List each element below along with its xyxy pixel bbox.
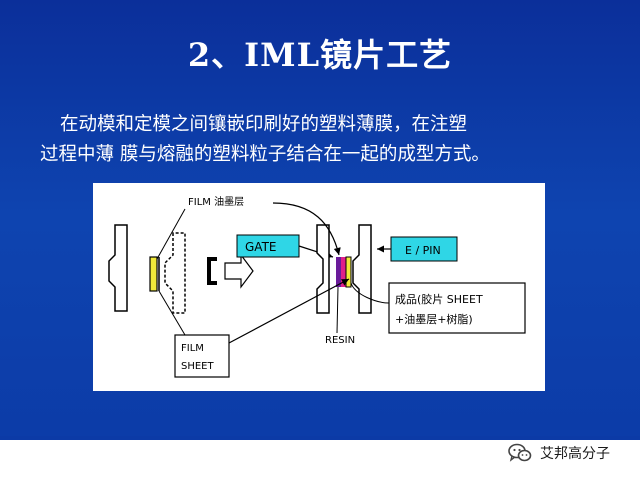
- footer-stripe: [0, 436, 640, 440]
- film-ink-curve-arrow: [272, 202, 341, 256]
- process-arrow: [224, 253, 254, 289]
- brand-name: 艾邦高分子: [540, 446, 610, 462]
- right-mold-right-half: [352, 224, 372, 314]
- description-line-2: 过程中薄 膜与熔融的塑料粒子结合在一起的成型方式。: [40, 144, 490, 165]
- left-film-yellow: [149, 256, 158, 292]
- ink-layer-magenta: [341, 257, 346, 287]
- gate-label: GATE: [245, 240, 277, 254]
- film-ink-label: FILM 油墨层: [188, 195, 244, 208]
- left-mold-right-half: [164, 232, 186, 314]
- epin-box: [390, 236, 458, 262]
- product-leader: [350, 282, 390, 304]
- wechat-icon: [508, 443, 532, 462]
- epin-label: E / PIN: [405, 244, 441, 257]
- slide-title: 2、IML镜片工艺: [187, 36, 453, 74]
- footer-bar: [0, 436, 640, 480]
- film-ink-leader: [156, 208, 186, 260]
- film-sheet-label-1: FILM: [181, 343, 204, 354]
- brand-watermark: 艾邦高分子: [508, 441, 610, 465]
- film-sheet-leader-left: [158, 290, 186, 336]
- product-label-1: 成品(胶片 SHEET: [395, 292, 483, 306]
- product-box: [388, 282, 526, 334]
- film-layer-yellow: [345, 256, 352, 288]
- film-sheet-leader-right: [228, 278, 350, 344]
- resin-leader: [336, 286, 339, 334]
- resin-label: RESIN: [325, 335, 355, 346]
- diagram-canvas: GATE E / PIN FILM 油墨层 FILM SHEET RESIN 成…: [108, 195, 526, 378]
- film-sheet-box: [174, 334, 230, 378]
- description-line-1: 在动模和定模之间镶嵌印刷好的塑料薄膜，在注塑: [60, 114, 468, 135]
- film-sheet-label-2: SHEET: [181, 361, 215, 372]
- mold-closing-symbol: [207, 257, 217, 285]
- product-label-2: +油墨层+树脂): [395, 312, 473, 326]
- resin-layer-purple: [336, 257, 341, 287]
- right-mold-left-half: [316, 224, 330, 314]
- description-paragraph: 在动模和定模之间镶嵌印刷好的塑料薄膜，在注塑 过程中薄 膜与熔融的塑料粒子结合在…: [40, 110, 620, 170]
- iml-process-diagram: GATE E / PIN FILM 油墨层 FILM SHEET RESIN 成…: [93, 183, 545, 391]
- left-mold-left-half: [108, 224, 128, 312]
